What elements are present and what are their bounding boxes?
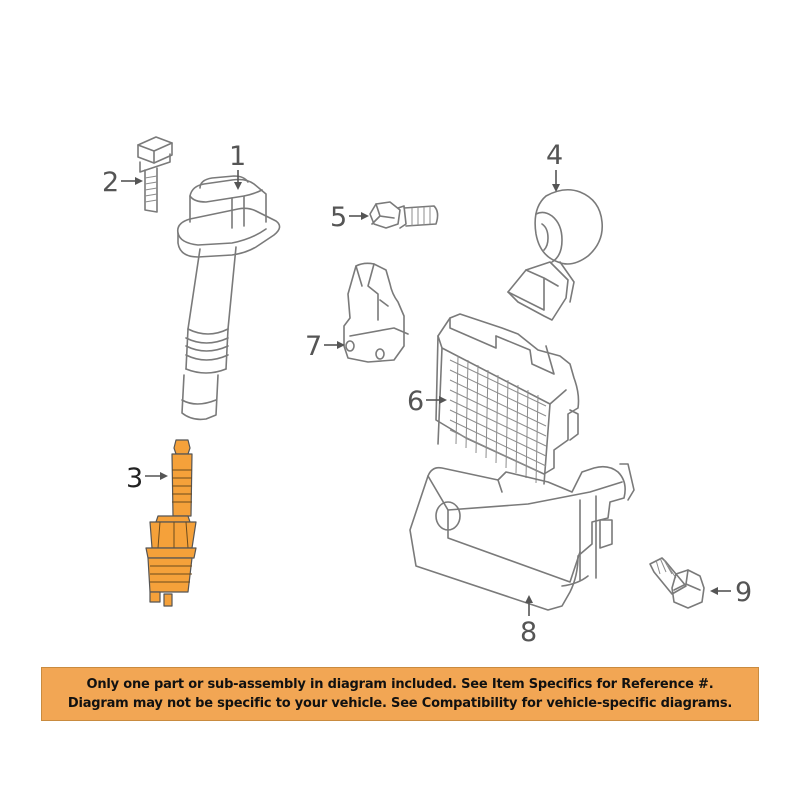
callout-4: 4 [546,140,563,192]
part-5-bolt [369,201,439,229]
part-3-spark-plug [145,439,197,607]
callout-4-label: 4 [546,140,563,171]
part-4-sensor [507,188,604,321]
callout-3: 3 [126,463,168,494]
callout-7: 7 [305,331,345,362]
callout-9-label: 9 [735,577,752,608]
disclaimer-banner: Only one part or sub-assembly in diagram… [41,667,759,721]
part-1-ignition-coil [176,175,281,421]
part-6-module [435,313,580,485]
callout-3-label: 3 [126,463,143,494]
part-9-bolt [649,557,705,609]
callout-6: 6 [407,386,447,417]
part-7-bracket [343,262,409,363]
part-2-bolt [137,136,173,213]
callout-2: 2 [102,167,143,198]
callout-1: 1 [229,141,246,190]
callout-5-label: 5 [330,202,347,233]
callout-5: 5 [330,202,369,233]
callout-2-label: 2 [102,167,119,198]
callout-9: 9 [710,577,752,608]
disclaimer-line-2: Diagram may not be specific to your vehi… [67,696,733,711]
callout-8: 8 [520,595,537,648]
disclaimer-line-1: Only one part or sub-assembly in diagram… [86,677,714,692]
callout-6-label: 6 [407,386,424,417]
callout-7-label: 7 [305,331,322,362]
callout-1-label: 1 [229,141,246,172]
callout-8-label: 8 [520,617,537,648]
part-8-bracket [409,463,635,611]
